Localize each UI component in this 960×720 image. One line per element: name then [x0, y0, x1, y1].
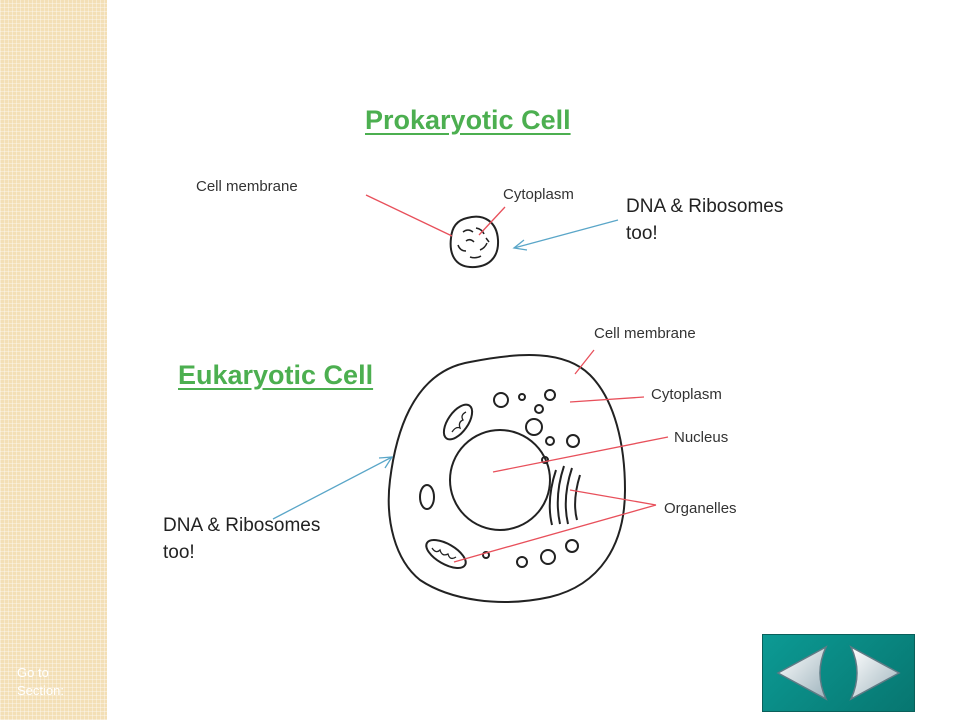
forward-arrow-icon — [849, 645, 901, 701]
nav-buttons — [762, 634, 915, 712]
forward-button[interactable] — [841, 641, 911, 705]
eukaryotic-cell — [387, 354, 627, 603]
eukaryotic-title: Eukaryotic Cell — [178, 360, 374, 390]
pro-cytoplasm-label: Cytoplasm — [503, 186, 574, 203]
sidebar: Go to Section: — [0, 0, 107, 720]
pro-membrane-leader — [365, 194, 453, 237]
euk-cytoplasm-label: Cytoplasm — [651, 386, 722, 403]
euk-nucleus-label: Nucleus — [674, 429, 729, 446]
euk-organelles-leader-1 — [569, 489, 657, 506]
euk-cell-membrane-label: Cell membrane — [594, 325, 696, 342]
go-to-section-link[interactable]: Go to Section: — [17, 665, 64, 698]
euk-cytoplasm-leader — [569, 396, 645, 403]
pro-cell-membrane-label: Cell membrane — [196, 178, 298, 195]
euk-organelles-leader-2 — [453, 504, 657, 563]
back-arrow-icon — [776, 645, 828, 701]
euk-dna-arrow — [272, 456, 394, 520]
euk-nucleus-leader — [492, 436, 669, 473]
euk-dna-ribosomes-label: DNA & Ribosomes too! — [163, 515, 321, 563]
euk-organelles-label: Organelles — [664, 500, 737, 517]
pro-dna-arrow — [512, 219, 619, 251]
pro-cytoplasm-leader — [478, 206, 506, 236]
back-button[interactable] — [766, 641, 836, 705]
pro-dna-ribosomes-label: DNA & Ribosomes too! — [626, 196, 784, 244]
euk-membrane-leader — [574, 349, 595, 375]
prokaryotic-title: Prokaryotic Cell — [365, 105, 571, 135]
prokaryotic-cell — [449, 215, 500, 269]
